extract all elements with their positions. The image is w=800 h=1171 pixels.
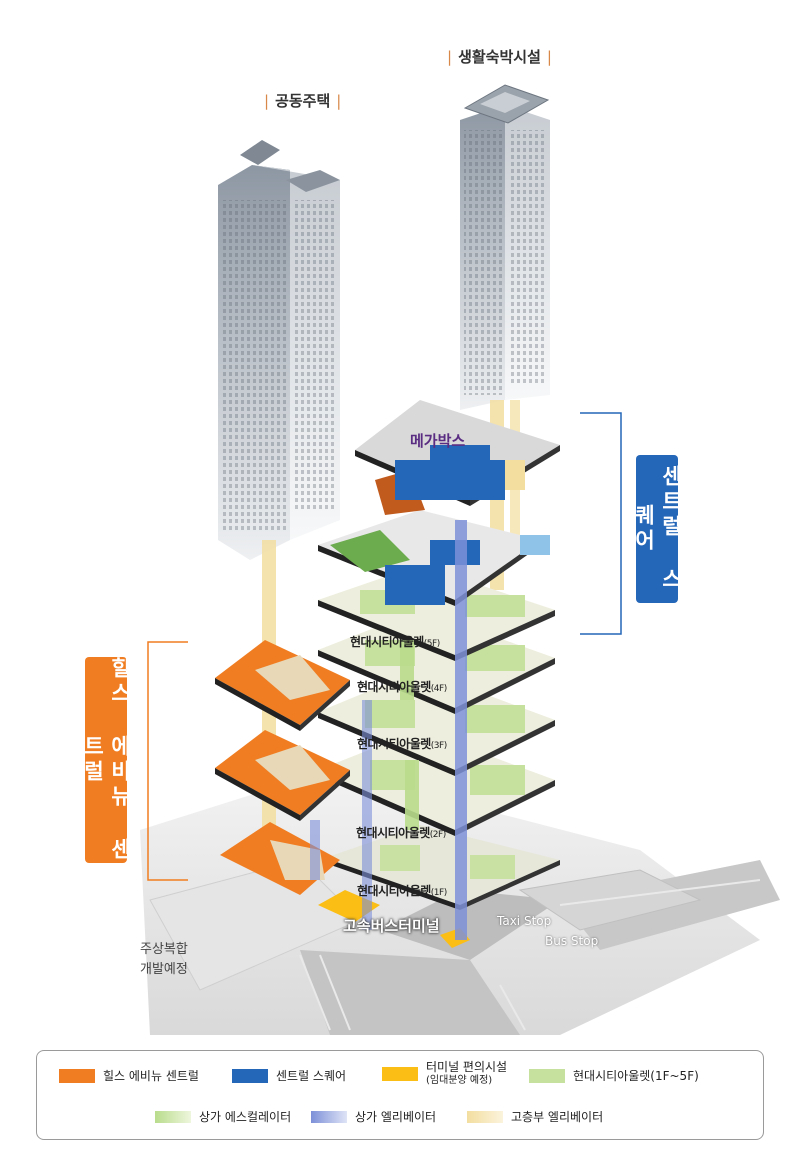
floor-4f — [318, 610, 555, 714]
legend-swatch-retail-elevator — [311, 1110, 347, 1123]
outlet-label-4f: 현대시티아울렛(4F) — [357, 680, 447, 694]
legend-swatch-yellow — [382, 1067, 418, 1081]
outlet-label-3f: 현대시티아울렛(3F) — [357, 737, 447, 751]
bus-stop-label: Bus Stop — [545, 934, 599, 948]
hills-avenue-floors — [215, 640, 350, 895]
legend-item-outlet: 현대시티아울렛(1F~5F) — [529, 1067, 699, 1084]
legend-swatch-blue — [232, 1068, 268, 1083]
outlet-label-1f: 현대시티아울렛(1F) — [357, 884, 447, 898]
floor-5f — [318, 565, 555, 661]
floor-2f — [318, 730, 555, 836]
road-front — [300, 950, 520, 1035]
outlet-label-5f: 현대시티아울렛(5F) — [350, 635, 440, 649]
legend-swatch-green — [529, 1068, 565, 1083]
legend-item-escalator: 상가 에스컬레이터 — [155, 1108, 291, 1125]
retail-elevator-3 — [310, 820, 320, 880]
hills-avenue-bracket — [147, 641, 188, 881]
legend-swatch-highrise-elevator — [467, 1110, 503, 1123]
road-main — [380, 890, 560, 960]
floor-3f — [318, 670, 555, 776]
residential-tower — [218, 140, 340, 560]
central-square-bracket — [580, 412, 622, 635]
central-square-floors — [318, 400, 560, 606]
lodging-tower — [460, 84, 550, 410]
taxi-stop-label: Taxi Stop — [497, 914, 552, 928]
megabox-label: 메가박스 — [410, 432, 466, 450]
legend-item-terminal: 터미널 편의시설(임대분양 예정) — [382, 1061, 507, 1087]
residential-tower-label: |공동주택| — [264, 92, 342, 110]
legend-item-hills: 힐스 에비뉴 센트럴 — [59, 1067, 199, 1084]
legend: 힐스 에비뉴 센트럴 센트럴 스퀘어 터미널 편의시설(임대분양 예정) 현대시… — [36, 1050, 764, 1140]
building-diagram: |공동주택| |생활숙박시설| 메가박스 현대시티아울렛(5F) 현대시티아울렛… — [81, 48, 780, 1035]
bus-terminal-label: 고속버스터미널 — [343, 917, 440, 935]
retail-elevator-main — [455, 520, 467, 940]
legend-item-central: 센트럴 스퀘어 — [232, 1067, 346, 1084]
mixed-use-label: 주상복합 개발예정 — [140, 942, 188, 977]
retail-escalator-1 — [405, 760, 419, 830]
isometric-illustration — [140, 84, 780, 1035]
central-square-badge: 센트럴 스퀘어 — [632, 455, 683, 603]
outlet-label-2f: 현대시티아울렛(2F) — [356, 826, 446, 840]
legend-item-highrise-elevator: 고층부 엘리베이터 — [467, 1108, 603, 1125]
block-left — [149, 859, 361, 991]
hills-avenue-badge: 힐스 에비뉴 센트럴 — [81, 657, 132, 863]
floor-1f — [325, 825, 560, 910]
legend-swatch-escalator — [155, 1110, 191, 1123]
legend-item-retail-elevator: 상가 엘리베이터 — [311, 1108, 436, 1125]
retail-escalator-2 — [400, 640, 414, 700]
retail-elevator-2 — [362, 700, 372, 930]
outlet-floors — [318, 565, 560, 910]
block-right — [518, 869, 702, 931]
legend-swatch-orange — [59, 1068, 95, 1083]
lodging-tower-label: |생활숙박시설| — [447, 48, 552, 66]
